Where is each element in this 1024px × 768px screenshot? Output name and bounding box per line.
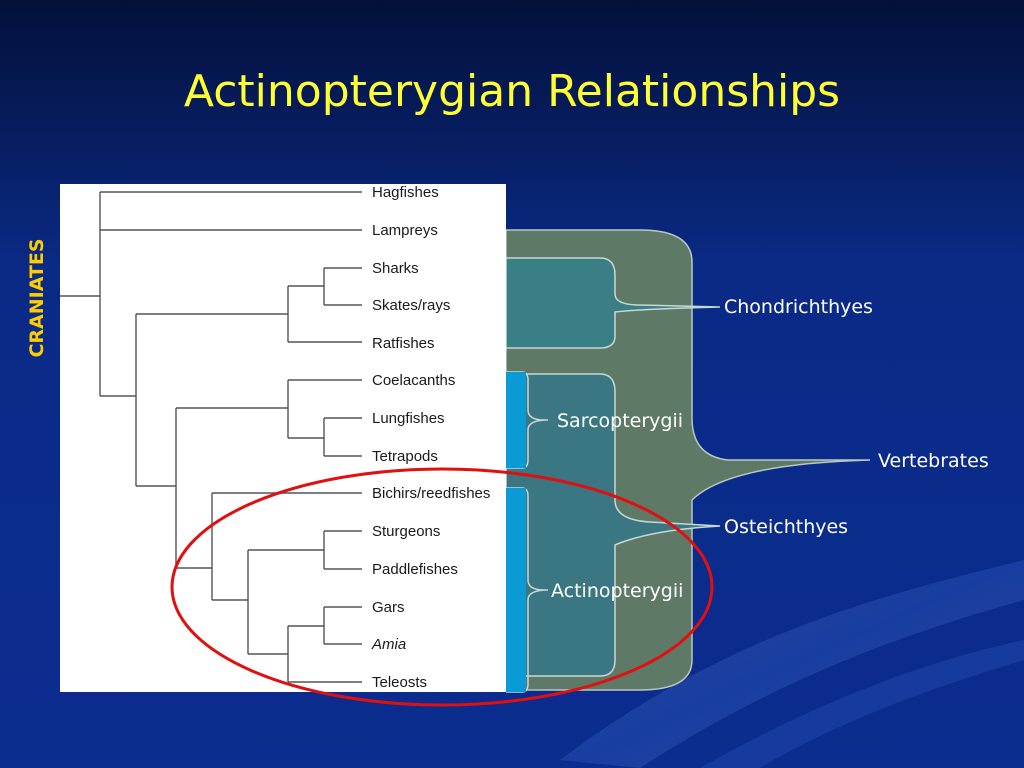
taxon-label-paddlefishes: Paddlefishes [372, 561, 458, 578]
actinopterygii-label: Actinopterygii [551, 580, 684, 602]
taxon-label-sharks: Sharks [372, 260, 419, 277]
sarcopterygii-bracket [506, 371, 549, 469]
osteichthyes-label: Osteichthyes [724, 516, 849, 538]
actinopterygii-highlight-bar [506, 488, 526, 692]
taxon-label-gars: Gars [372, 599, 405, 616]
cladogram-branches [60, 191, 362, 683]
chondrichthyes-bracket [505, 257, 721, 349]
sarcopterygii-label: Sarcopterygii [557, 410, 684, 432]
osteichthyes-bracket [505, 373, 721, 677]
vertebrates-label: Vertebrates [878, 450, 989, 472]
taxon-label-lungfishes: Lungfishes [372, 410, 445, 427]
taxon-label-amia: Amia [372, 636, 407, 653]
slide-title: Actinopterygian Relationships [183, 66, 841, 117]
craniates-label: CRANIATES [26, 238, 48, 358]
taxon-label-skates-rays: Skates/rays [372, 297, 451, 314]
background-swoosh [700, 640, 1024, 768]
chondrichthyes-label: Chondrichthyes [724, 296, 873, 318]
taxon-label-tetrapods: Tetrapods [372, 448, 438, 465]
background-swoosh [560, 560, 1024, 768]
taxon-label-ratfishes: Ratfishes [372, 335, 435, 352]
taxon-label-hagfishes: Hagfishes [372, 184, 439, 201]
taxon-label-sturgeons: Sturgeons [372, 523, 441, 540]
cladogram-panel [60, 184, 506, 692]
taxon-label-teleosts: Teleosts [372, 674, 428, 691]
taxon-label-lampreys: Lampreys [372, 222, 438, 239]
sarcopterygii-highlight-bar [506, 372, 526, 468]
actinopterygii-bracket [506, 487, 549, 693]
taxon-label-coelacanths: Coelacanths [372, 372, 456, 389]
actinopterygii-highlight-ellipse [170, 467, 714, 707]
taxon-label-bichirs-reedfishes: Bichirs/reedfishes [372, 485, 491, 502]
